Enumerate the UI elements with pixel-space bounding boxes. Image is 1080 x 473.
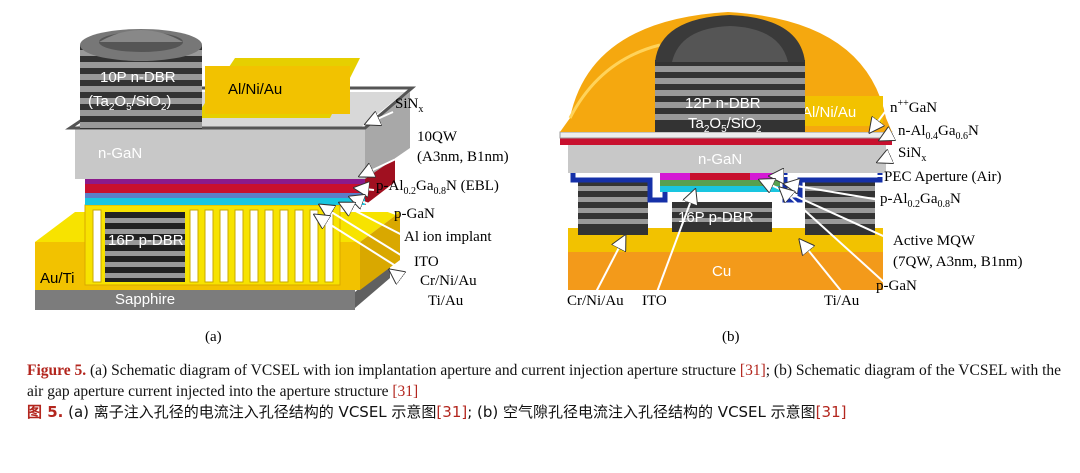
- n-algan-layer-b: [560, 138, 892, 145]
- bottom-dbr-left-b: [578, 180, 648, 235]
- label-palgan-b: p-Al0.2Ga0.8N: [880, 191, 961, 210]
- label-pec-b: PEC Aperture (Air): [884, 169, 1001, 185]
- cu-substrate-b: [568, 252, 883, 290]
- bottom-dbr-center-b: [672, 202, 772, 232]
- label-tiau-a: Ti/Au: [428, 293, 464, 309]
- caption-cn-ref-2[interactable]: [31]: [815, 403, 847, 421]
- top-contact-front-a: [205, 66, 350, 114]
- top-contact-label-a: Al/Ni/Au: [228, 81, 282, 98]
- top-dbr-material-b: Ta2O5/SiO2: [688, 115, 762, 135]
- ngan-side-a: [365, 92, 410, 179]
- dome-highlight-b: [568, 43, 661, 119]
- label-sinx-b: SiNx: [898, 145, 926, 164]
- top-dbr-b: [655, 15, 805, 132]
- bottom-dbr-label-a: 16P p-DBR: [108, 232, 184, 249]
- caption-cn-text-2: ; (b) 空气隙孔径电流注入孔径结构的 VCSEL 示意图: [467, 403, 816, 421]
- top-dbr-label-b: 12P n-DBR: [685, 95, 761, 112]
- top-contact-label-b: Al/Ni/Au: [802, 104, 856, 121]
- caption-en-text-2: ; (b) Schematic diagram of the VCSEL wit…: [27, 362, 1062, 400]
- qw-layer-a: [85, 179, 365, 184]
- label-crniau-b: Cr/Ni/Au: [567, 293, 624, 309]
- label-ito-a: ITO: [414, 254, 439, 270]
- label-tiau-b: Ti/Au: [824, 293, 860, 309]
- label-crniau-a: Cr/Ni/Au: [420, 273, 477, 289]
- pec-aperture-b: [690, 172, 750, 180]
- label-pgan-a: p-GaN: [394, 206, 435, 222]
- ngan-label-b: n-GaN: [698, 151, 742, 168]
- caption-en-ref-2[interactable]: [31]: [392, 383, 419, 400]
- ngan-label-a: n-GaN: [98, 145, 142, 162]
- caption-en-ref-1[interactable]: [31]: [739, 362, 766, 379]
- top-dbr-label-a: 10P n-DBR: [100, 69, 176, 86]
- ngan-front-a: [75, 128, 365, 179]
- label-qw-a-1: 10QW: [417, 129, 458, 145]
- top-dbr-material-a: (Ta2O5/SiO2): [88, 93, 171, 113]
- caption-cn-text-1: (a) 离子注入孔径的电流注入孔径结构的 VCSEL 示意图: [63, 403, 437, 421]
- panel-label-a: (a): [205, 329, 222, 345]
- ebl-layer-a: [85, 184, 365, 193]
- callout-arrows-a: [315, 112, 426, 297]
- label-ebl-a: p-Al0.2Ga0.8N (EBL): [376, 178, 499, 197]
- label-mqw-b-2: (7QW, A3nm, B1nm): [893, 254, 1022, 270]
- substrate-label-b: Cu: [712, 263, 731, 280]
- callout-arrows-b: [595, 111, 899, 293]
- caption-cn-ref-1[interactable]: [31]: [436, 403, 468, 421]
- pgan-layer-b: [660, 180, 780, 186]
- label-implant-a: Al ion implant: [404, 229, 492, 245]
- figure-diagrams: 16P p-DBR Au/Ti Sapphire n-GaN Al/Ni/Au: [35, 12, 1022, 345]
- panel-a-diagram: 16P p-DBR Au/Ti Sapphire n-GaN Al/Ni/Au: [35, 29, 509, 345]
- figure-caption: Figure 5. (a) Schematic diagram of VCSEL…: [27, 360, 1067, 423]
- label-nalgan-b: n-Al0.4Ga0.6N: [898, 123, 979, 142]
- caption-en-fig-label: Figure 5.: [27, 362, 87, 379]
- stack-side-a: [365, 155, 395, 205]
- panel-b-diagram: Cu 16P p-DBR: [559, 12, 1022, 345]
- panel-label-b: (b): [722, 329, 740, 345]
- top-dbr-tower-a: [80, 29, 202, 129]
- label-qw-a-2: (A3nm, B1nm): [417, 149, 509, 165]
- label-mqw-b-1: Active MQW: [893, 233, 976, 249]
- ito-layer-b: [660, 186, 780, 192]
- label-pgan-b: p-GaN: [876, 278, 917, 294]
- bottom-dbr-label-b: 16P p-DBR: [678, 209, 754, 226]
- pgan-layer-a: [85, 193, 365, 198]
- caption-en-text-1: (a) Schematic diagram of VCSEL with ion …: [86, 362, 740, 379]
- caption-cn-fig-label: 图 5.: [27, 403, 64, 421]
- substrate-label-a: Sapphire: [115, 291, 175, 308]
- bottom-gold-side-a: [360, 212, 400, 290]
- caption-en: Figure 5. (a) Schematic diagram of VCSEL…: [27, 360, 1067, 402]
- label-ito-b: ITO: [642, 293, 667, 309]
- bottom-contact-label-a: Au/Ti: [40, 270, 74, 287]
- ito-layer-a: [85, 198, 365, 205]
- bottom-dbr-stack-a: [105, 212, 185, 282]
- label-nppgan-b: n++GaN: [890, 98, 937, 116]
- sapphire-front-a: [35, 290, 355, 310]
- pillars-a: [92, 209, 334, 283]
- caption-cn: 图 5. (a) 离子注入孔径的电流注入孔径结构的 VCSEL 示意图[31];…: [27, 402, 1067, 423]
- ngan-block-b: [568, 145, 886, 173]
- label-sinx-a: SiNx: [395, 96, 423, 115]
